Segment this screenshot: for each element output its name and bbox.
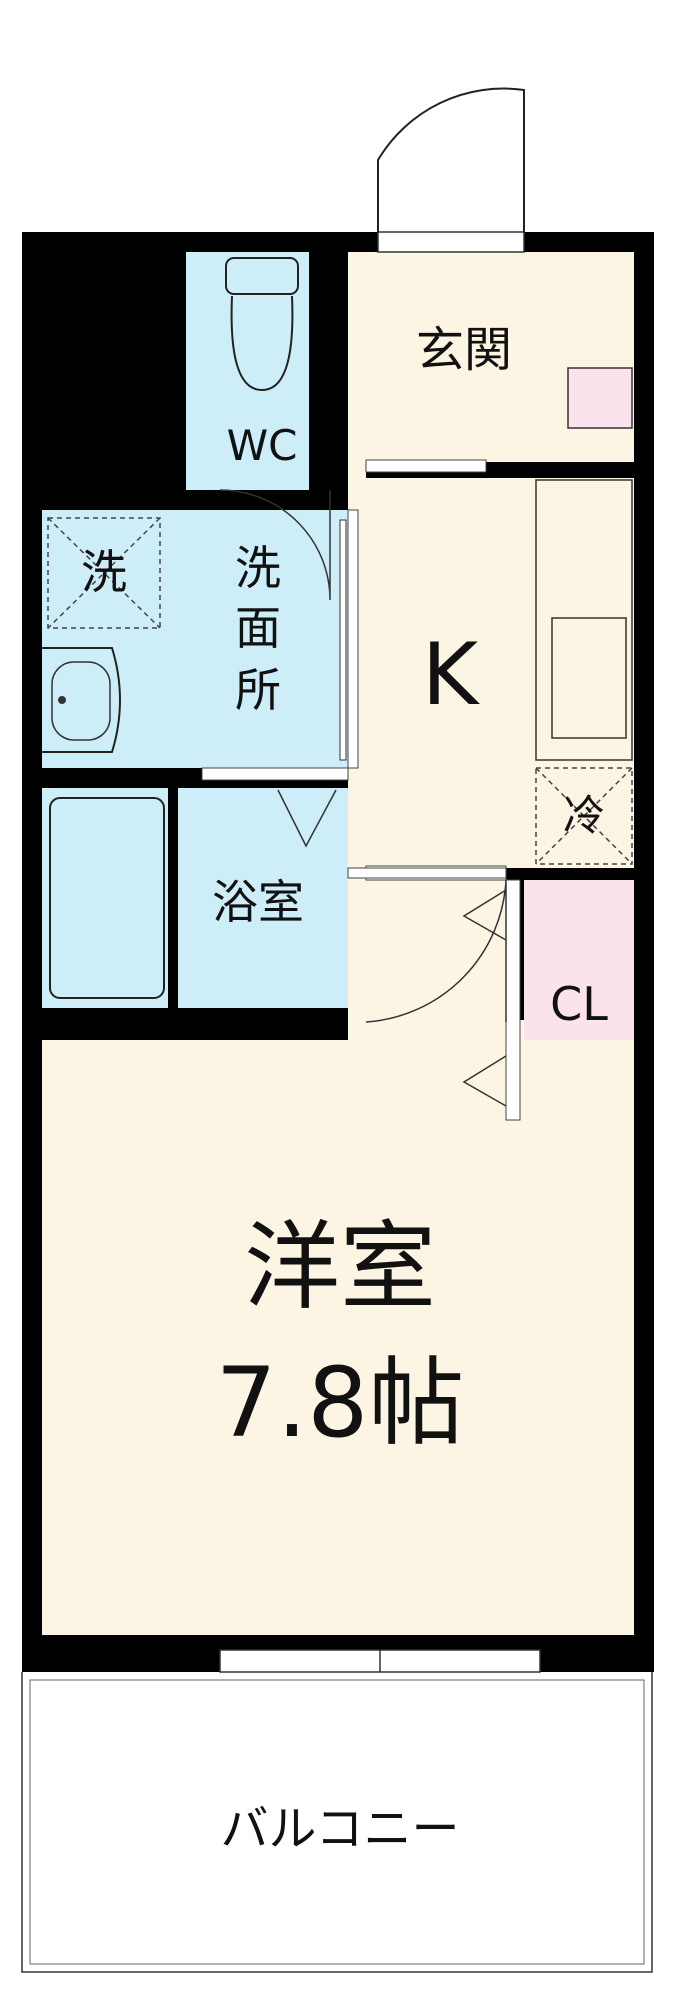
toilet-icon [225,257,299,392]
wc-label: WC [227,421,298,470]
western-room-ext [348,1020,524,1160]
kitchen-label: K [422,625,481,725]
closet-door-icon [462,889,507,941]
fridge-icon [535,767,633,865]
wall-line [201,767,349,781]
balcony-outline [21,1672,653,1973]
fridge-label: 冷 [563,791,605,840]
shoe-cabinet [567,367,633,429]
bath-door-swing [277,789,337,848]
sink-icon [42,647,121,753]
entrance-door-swing [377,87,525,232]
washroom-room [42,510,348,768]
wall-line [347,509,359,769]
bath-room [42,788,348,1008]
balcony-label: バルコニー [220,1801,459,1857]
corridor [348,868,506,1040]
balcony-inner [29,1679,645,1965]
wc-room [186,252,309,490]
kitchen-counter [535,479,633,761]
washer-icon [47,517,161,629]
bath-label: 浴室 [212,875,304,929]
kitchen-room [366,478,634,868]
wall-line [365,459,487,473]
western-room-size: 7.8帖 [216,1347,465,1459]
washroom-sliding-door [339,519,347,761]
genkan-step [366,440,634,462]
bathtub-icon [49,797,165,999]
wall-line [347,867,507,879]
washer-label: 洗 [81,545,127,599]
closet-label: CL [550,977,608,1031]
western-room-right [506,1138,634,1518]
washroom-label-1: 洗 [235,541,281,595]
washroom-label-3: 所 [235,663,281,717]
genkan-label: 玄関 [416,322,512,378]
wall-line [505,879,521,1121]
entrance-door-opening [377,231,525,253]
western-room-name: 洋室 [244,1211,436,1323]
wc-door-swing [219,489,331,601]
bath-divider [168,788,178,1008]
room-door-swing [365,879,507,1023]
washroom-label-2: 面 [235,601,281,655]
closet-door-icon [462,1055,507,1107]
